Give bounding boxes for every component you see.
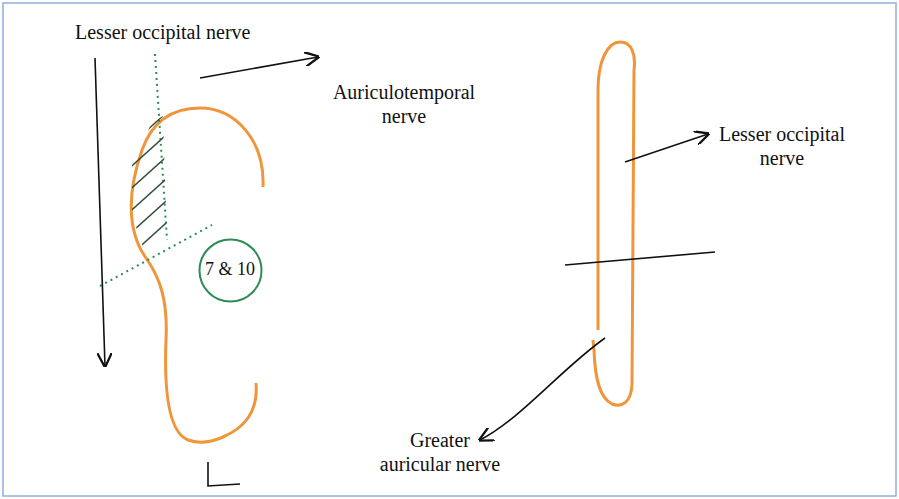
leader-arrow — [625, 134, 708, 162]
nerve-label: Lesser occipital nerve — [718, 122, 846, 170]
hatched-area — [125, 105, 175, 282]
nerve-label: Lesser occipital nerve — [75, 20, 305, 44]
nerve-label: Greater auricular nerve — [375, 428, 505, 476]
leader-arrow — [200, 57, 318, 78]
label-wrap: Auriculotemporal nerve — [328, 80, 480, 128]
label-wrap: Greater auricular nerve — [375, 428, 505, 476]
label-wrap: Lesser occipital nerve — [75, 20, 305, 44]
dotted-boundary — [155, 54, 167, 240]
nerve-circle: 7 & 10 — [198, 238, 263, 303]
circle-label: 7 & 10 — [205, 259, 255, 281]
frame-border — [3, 3, 896, 496]
direction-arrow — [95, 58, 105, 366]
dotted-boundary — [100, 225, 212, 286]
circle-stroke — [199, 239, 261, 301]
l-mark — [208, 462, 240, 486]
nerve-label: Auriculotemporal nerve — [328, 80, 480, 128]
leader-arrow — [480, 338, 605, 440]
ear-outline-lateral — [131, 108, 263, 442]
division-line — [565, 252, 715, 265]
label-wrap: Lesser occipital nerve — [718, 122, 846, 170]
ear-outline-cranial — [593, 42, 634, 405]
